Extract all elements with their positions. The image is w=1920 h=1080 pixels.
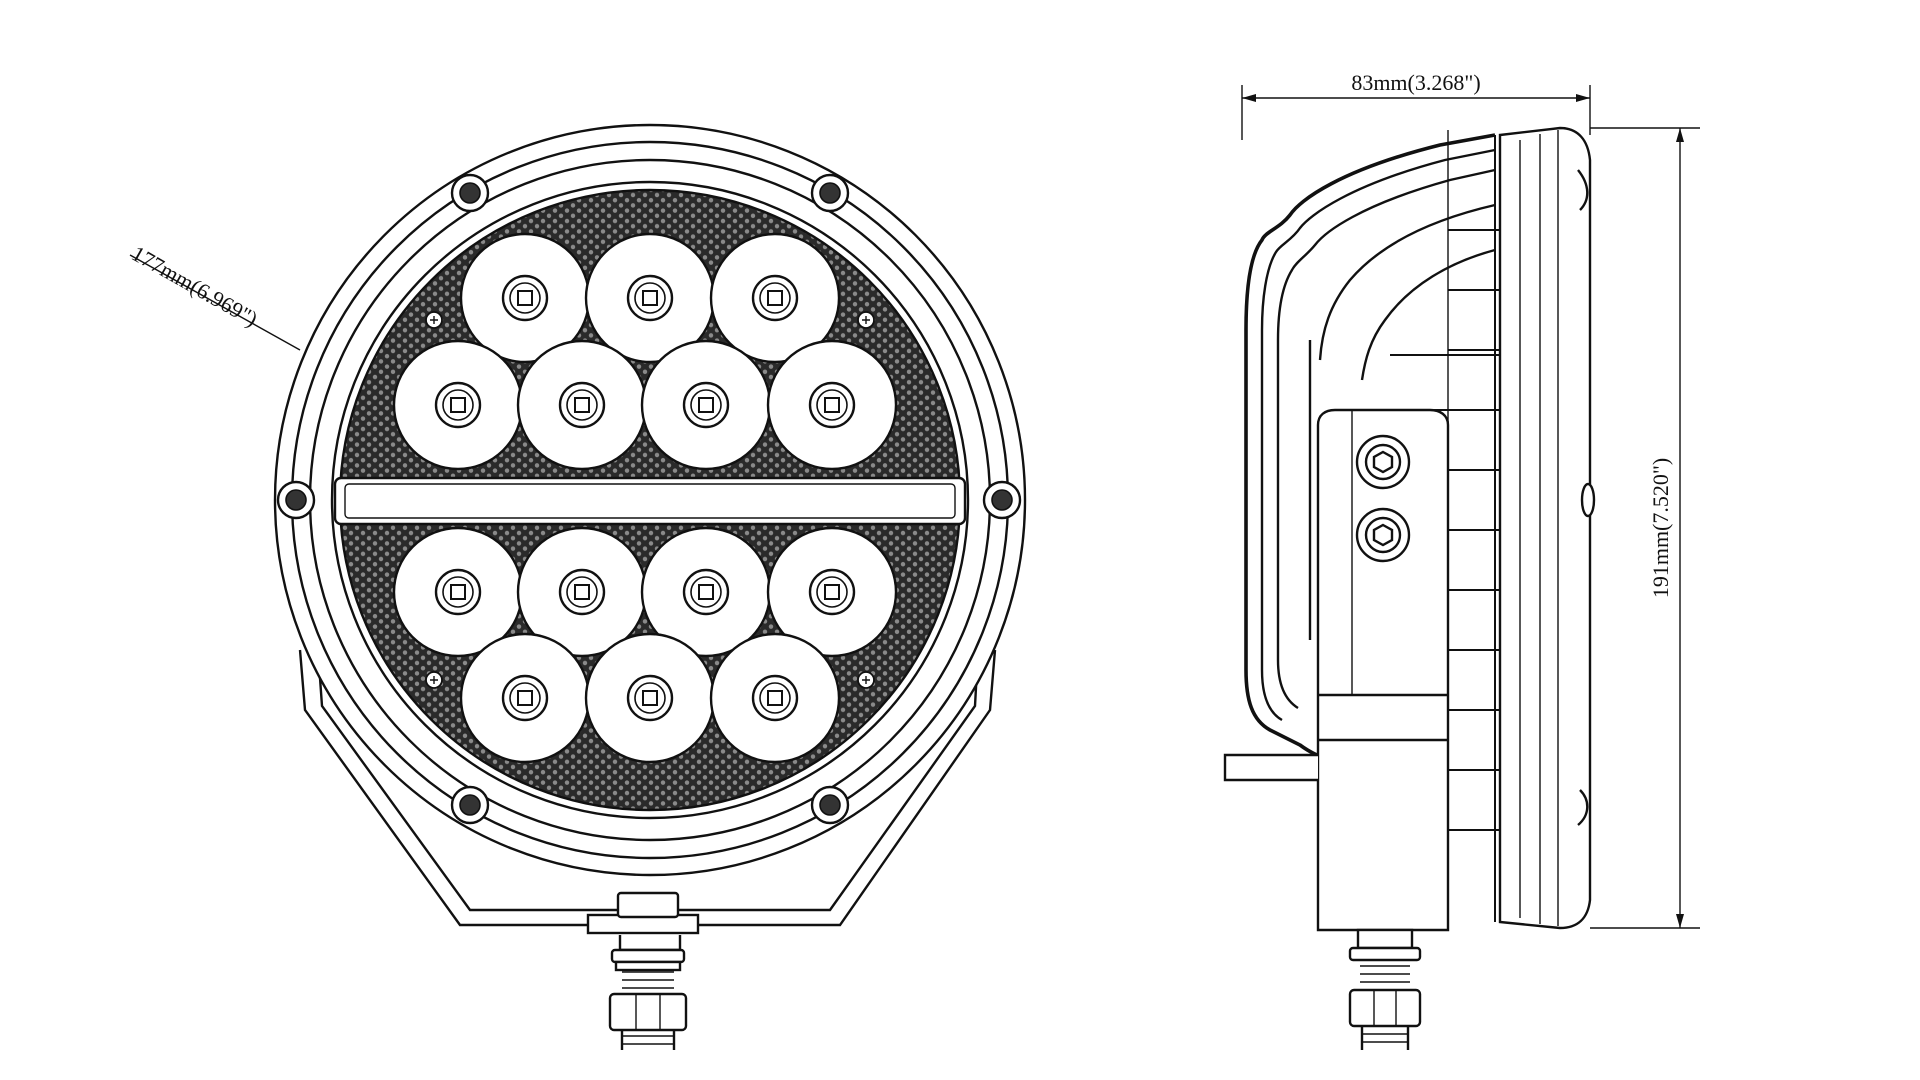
side-bracket [1316,408,1450,932]
bezel-screw [810,785,850,825]
led-pod [709,632,841,764]
rear-housing [1244,133,1496,772]
led-pod [459,632,591,764]
diameter-dimension: 177mm(6.969") [128,241,301,351]
mounting-stud [586,891,700,1050]
depth-dimension: 83mm(3.268") [1241,70,1591,140]
bracket-bolt-upper [1355,434,1411,490]
led-pod [459,232,591,364]
depth-label: 83mm(3.268") [1351,70,1480,95]
bracket-bolt-lower [1355,507,1411,563]
heat-sink-fins [1390,130,1501,925]
led-pod [392,526,524,658]
height-label: 191mm(7.520") [1648,458,1673,598]
bezel-screw [450,173,490,213]
bezel-screw [982,480,1022,520]
led-pod [516,339,648,471]
front-view: 177mm(6.969") [128,123,1027,1050]
side-mounting-stud [1348,928,1422,1050]
led-pod [766,526,898,658]
mesh-screw [857,671,875,689]
bezel-screws [276,173,1022,825]
led-array [392,232,898,764]
bezel-screw [810,173,850,213]
bezel-screw [276,480,316,520]
led-pod [640,526,772,658]
led-pod [584,632,716,764]
mesh-screws [425,311,875,689]
cable-gland [1223,753,1318,782]
led-pod [709,232,841,364]
mesh-screw [425,671,443,689]
drl-light-bar [333,476,967,526]
height-dimension: 191mm(7.520") [1590,127,1700,929]
mesh-screw [857,311,875,329]
diameter-label: 177mm(6.969") [128,241,262,332]
fin-block [1390,354,1501,411]
bezel-screw [450,785,490,825]
led-pod [766,339,898,471]
led-pod [516,526,648,658]
mesh-screw [425,311,443,329]
front-bezel-profile [1498,126,1592,930]
led-pod [640,339,772,471]
led-pod [392,339,524,471]
side-view: 83mm(3.268") 191mm(7.520") [1223,70,1700,1050]
